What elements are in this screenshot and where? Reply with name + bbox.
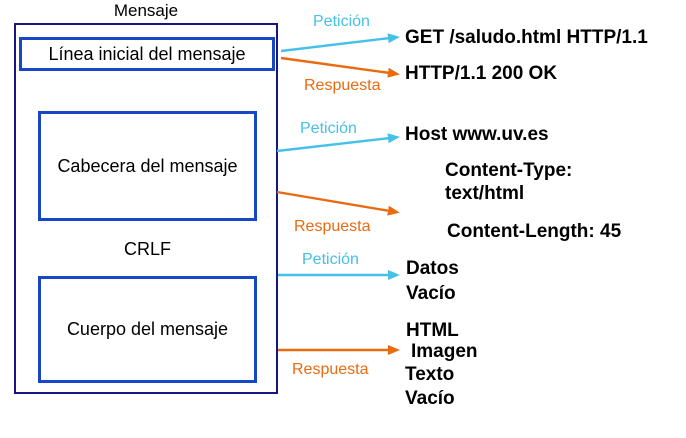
peticion-arrow-cabecera [276,133,400,153]
box-cabecera: Cabecera del mensaje [38,111,257,221]
respuesta-arrow-cabecera [276,190,400,216]
response-line-example: HTTP/1.1 200 OK [405,63,558,84]
box-linea-inicial: Línea inicial del mensaje [19,37,275,71]
peticion-label-cuerpo: Petición [302,251,359,268]
request-body-vacio: Vacío [406,283,456,304]
peticion-label-linea: Petición [313,13,370,30]
respuesta-label-cuerpo: Respuesta [292,361,369,378]
response-body-imagen: Imagen [411,341,478,362]
respuesta-arrow-linea [280,56,400,78]
respuesta-label-linea: Respuesta [304,77,381,94]
response-header-content-length: Content-Length: 45 [447,221,622,242]
box-cuerpo: Cuerpo del mensaje [38,276,257,383]
crlf-label: CRLF [123,239,171,259]
box-cabecera-label: Cabecera del mensaje [57,155,238,176]
request-header-example: Host www.uv.es [405,124,549,145]
request-line-example: GET /saludo.html HTTP/1.1 [405,27,648,48]
respuesta-label-cabecera: Respuesta [294,218,371,235]
peticion-arrow-linea [280,33,400,53]
response-header-text-html: text/html [445,183,525,204]
response-body-html: HTML [406,320,459,341]
box-linea-inicial-label: Línea inicial del mensaje [48,43,246,64]
response-header-content-type: Content-Type: [445,160,573,181]
request-body-datos: Datos [406,258,459,279]
peticion-label-cabecera: Petición [300,120,357,137]
box-cuerpo-label: Cuerpo del mensaje [66,319,229,339]
response-body-vacio: Vacío [405,388,455,409]
diagram-title: Mensaje [113,1,179,20]
response-body-texto: Texto [405,364,455,385]
